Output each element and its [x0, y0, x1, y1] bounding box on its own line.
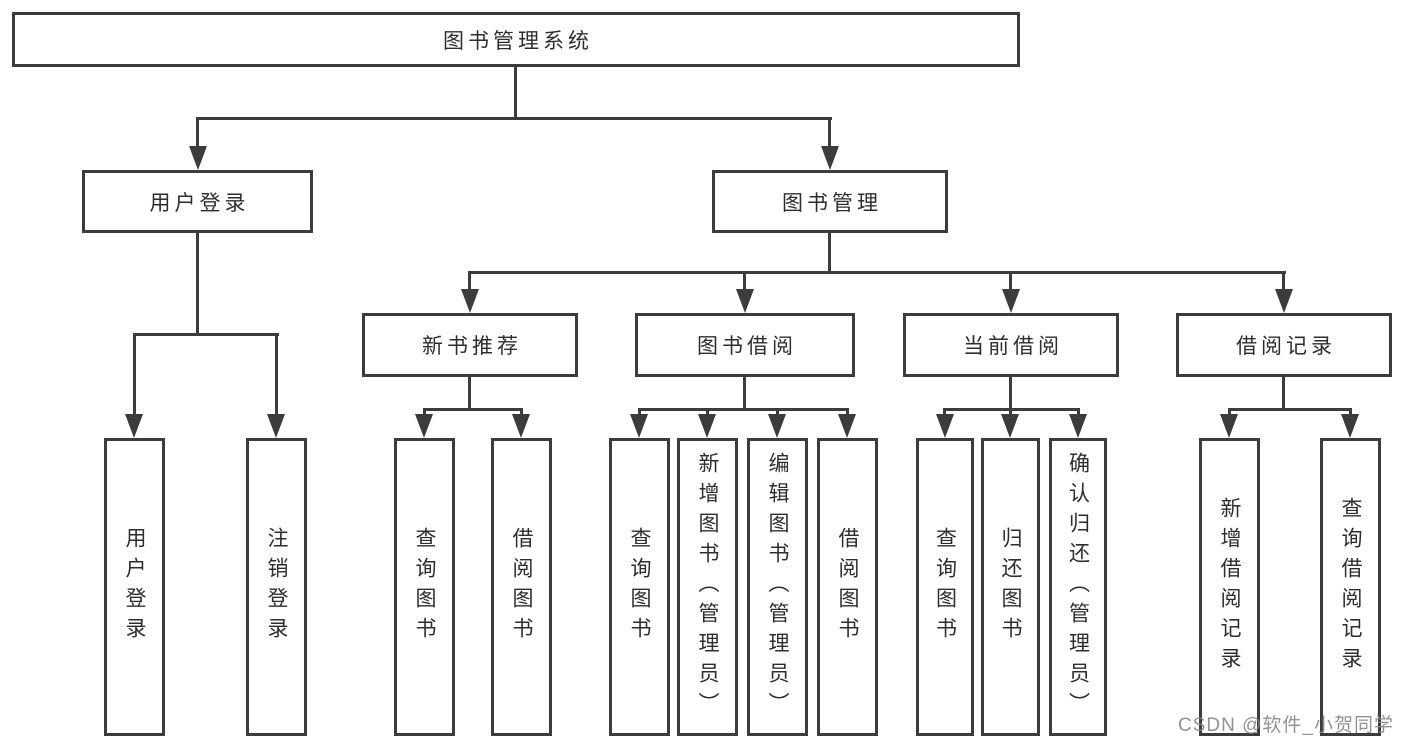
connector-user-login-stem — [196, 117, 199, 150]
arrowhead-current-borrowing — [1002, 289, 1020, 313]
arrowhead-leaf-add-borrow-record — [1220, 414, 1238, 438]
connector-book-borrowing-stem — [743, 271, 746, 293]
leaf-label: 查询借阅记录 — [1339, 497, 1362, 677]
leaf-label: 新增图书（管理员） — [696, 452, 719, 722]
connector-book-borrowing-down — [743, 377, 746, 411]
connector-user-login-bar — [133, 333, 279, 336]
leaf-query-borrow-record: 查询借阅记录 — [1320, 438, 1381, 736]
arrowhead-leaf-borrow-book-1 — [512, 414, 530, 438]
connector-leaf-stem — [1009, 408, 1012, 418]
leaf-borrow-book-1: 借阅图书 — [491, 438, 552, 736]
arrowhead-leaf-add-book — [698, 414, 716, 438]
leaf-label: 借阅图书 — [836, 527, 859, 647]
connector-level3-bar — [468, 271, 1286, 274]
arrowhead-book-management — [821, 146, 839, 170]
connector-new-book-bar — [423, 408, 523, 411]
node-new-book-recommendation: 新书推荐 — [362, 313, 578, 377]
leaf-label: 查询图书 — [413, 527, 436, 647]
leaf-user-login: 用户登录 — [104, 438, 165, 736]
connector-leaf-stem — [1077, 408, 1080, 418]
node-current-borrowing: 当前借阅 — [903, 313, 1119, 377]
connector-leaf-stem — [520, 408, 523, 418]
arrowhead-leaf-query-borrow-record — [1341, 414, 1359, 438]
leaf-add-borrow-record: 新增借阅记录 — [1199, 438, 1260, 736]
arrowhead-leaf-user-login — [125, 414, 143, 438]
connector-user-login-down — [196, 233, 199, 336]
connector-borrow-records-stem — [1282, 271, 1285, 293]
connector-book-management-down — [828, 233, 831, 274]
leaf-logout: 注销登录 — [246, 438, 307, 736]
csdn-watermark: CSDN @软件_小贺同学 — [1178, 715, 1394, 736]
leaf-label: 新增借阅记录 — [1218, 497, 1241, 677]
leaf-return-book: 归还图书 — [981, 438, 1040, 736]
leaf-confirm-return-admin: 确认归还（管理员） — [1049, 438, 1107, 736]
leaf-label: 用户登录 — [123, 527, 146, 647]
connector-new-book-stem — [468, 271, 471, 293]
leaf-label: 借阅图书 — [510, 527, 533, 647]
leaf-query-book-1: 查询图书 — [394, 438, 455, 736]
connector-root-bar — [196, 117, 832, 120]
arrowhead-leaf-return-book — [1001, 414, 1019, 438]
connector-current-borrowing-stem — [1009, 271, 1012, 293]
arrowhead-new-book-recommendation — [461, 289, 479, 313]
node-library-management-system: 图书管理系统 — [12, 12, 1020, 67]
arrowhead-leaf-confirm-return — [1069, 414, 1087, 438]
arrowhead-book-borrowing — [736, 289, 754, 313]
leaf-label: 归还图书 — [999, 527, 1022, 647]
connector-leaf-stem — [776, 408, 779, 418]
arrowhead-leaf-logout — [267, 414, 285, 438]
connector-leaf-stem — [1349, 408, 1352, 418]
leaf-borrow-book-2: 借阅图书 — [817, 438, 878, 736]
connector-root-stem — [514, 67, 517, 119]
connector-leaf-stem — [706, 408, 709, 418]
connector-book-management-stem — [828, 117, 831, 150]
leaf-query-book-3: 查询图书 — [916, 438, 974, 736]
arrowhead-leaf-edit-book — [768, 414, 786, 438]
leaf-label: 查询图书 — [933, 527, 957, 647]
node-book-management: 图书管理 — [712, 170, 948, 233]
arrowhead-leaf-query-book-1 — [415, 414, 433, 438]
connector-new-book-down — [468, 377, 471, 411]
connector-leaf-user-login-stem — [133, 333, 136, 417]
leaf-edit-book-admin: 编辑图书（管理员） — [747, 438, 808, 736]
arrowhead-leaf-query-book-3 — [936, 414, 954, 438]
leaf-label: 注销登录 — [265, 527, 288, 647]
connector-book-borrowing-bar — [638, 408, 849, 411]
arrowhead-leaf-query-book-2 — [630, 414, 648, 438]
leaf-query-book-2: 查询图书 — [609, 438, 670, 736]
arrowhead-borrow-records — [1275, 289, 1293, 313]
connector-leaf-stem — [1228, 408, 1231, 418]
node-book-borrowing: 图书借阅 — [635, 313, 855, 377]
connector-borrow-records-bar — [1228, 408, 1352, 411]
leaf-label: 查询图书 — [628, 527, 651, 647]
arrowhead-leaf-borrow-book-2 — [838, 414, 856, 438]
connector-leaf-stem — [638, 408, 641, 418]
connector-current-borrowing-down — [1009, 377, 1012, 411]
connector-leaf-stem — [943, 408, 946, 418]
arrowhead-user-login — [189, 146, 207, 170]
node-borrow-records: 借阅记录 — [1176, 313, 1392, 377]
leaf-add-book-admin: 新增图书（管理员） — [677, 438, 738, 736]
connector-leaf-stem — [846, 408, 849, 418]
leaf-label: 确认归还（管理员） — [1066, 452, 1090, 722]
connector-leaf-logout-stem — [275, 333, 278, 417]
connector-borrow-records-down — [1282, 377, 1285, 411]
connector-leaf-stem — [423, 408, 426, 418]
leaf-label: 编辑图书（管理员） — [766, 452, 789, 722]
node-user-login: 用户登录 — [82, 170, 313, 233]
